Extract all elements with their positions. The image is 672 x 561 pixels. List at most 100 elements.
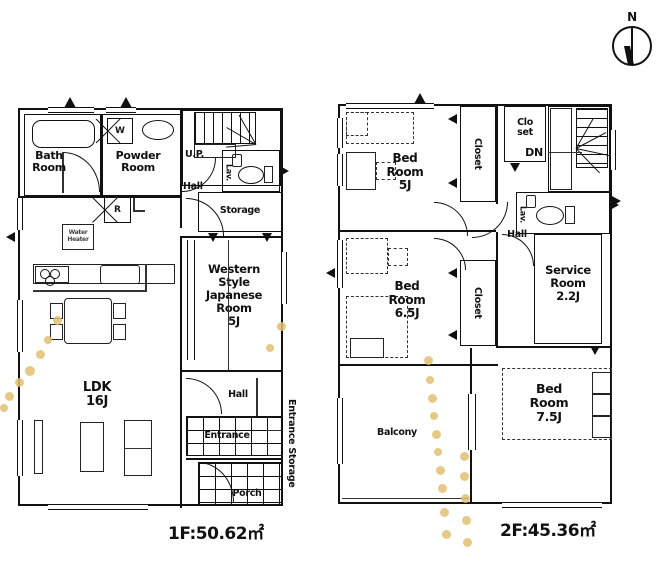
watermark-dot [266, 344, 274, 352]
entrance-storage-leader [266, 430, 282, 431]
watermark-dot [434, 448, 442, 456]
lavatory-enclosure-1f [222, 150, 280, 192]
water-heater-label: Water Heater [67, 229, 89, 243]
watermark-dot [460, 472, 469, 481]
dn-leader [548, 152, 582, 154]
floor2-area-label: 2F:45.36㎡ [500, 521, 596, 541]
watermark-dot [15, 378, 24, 387]
service-room-label: Service Room 2.2J [545, 263, 591, 303]
compass-rose: N [605, 11, 657, 82]
entrance-storage-label: Entrance Storage [286, 398, 297, 488]
bedroom-5j-chair [376, 162, 396, 180]
burner-2-icon [50, 269, 60, 279]
balcony-floor-edge [342, 498, 468, 500]
coffee-table [80, 422, 104, 472]
watermark-dot [0, 404, 8, 412]
ldk-label: LDK 16J [82, 380, 112, 409]
bedroom-5j-label: Bed Room 5J [386, 151, 424, 192]
porch-wall-top [186, 458, 282, 460]
watermark-dot [424, 356, 433, 365]
watermark-dot [462, 516, 471, 525]
stair-enclosure-2f [548, 106, 610, 192]
bedroom-65j-bed [346, 238, 388, 274]
entrance-tile-floor [186, 416, 282, 456]
vanity-sink [142, 120, 174, 140]
floor2-wall-v-mid [496, 104, 499, 204]
watermark-dot [440, 508, 449, 517]
window-2f-left-b [337, 154, 343, 186]
bedroom-65j-label: Bed Room 6.5J [388, 279, 426, 320]
watermark-dot [442, 530, 451, 539]
refrigerator-label: R [113, 204, 122, 215]
opening-arrow-2f-top [414, 93, 426, 104]
window-2f-top-a [346, 103, 434, 109]
opening-arrow-2f-right [612, 196, 621, 206]
hall-label-2f: Hall [507, 229, 527, 240]
lav-tank-2f [526, 195, 536, 208]
lavatory-label-2f: Lav. [518, 205, 528, 223]
watermark-dot [5, 392, 14, 401]
watermark-dot [438, 484, 447, 493]
closet-lower-label: Closet [472, 287, 483, 319]
toilet-cistern-1f [264, 166, 273, 183]
lav-window-arrow-1f [280, 166, 289, 176]
stairs-up-label: U.P. [185, 149, 204, 160]
powder-room-label: Powder Room [115, 149, 161, 174]
compass-needle [631, 27, 633, 65]
lavatory-enclosure-2f [516, 192, 610, 234]
dining-chair-4 [113, 324, 126, 340]
dining-chair-2 [50, 324, 63, 340]
balcony-label: Balcony [377, 427, 417, 438]
wsjr-tatami-divider [228, 240, 229, 370]
dining-chair-3 [113, 303, 126, 319]
window-1f-left-a [17, 198, 23, 230]
bedroom-75j-label: Bed Room 7.5J [529, 381, 569, 424]
balcony-rail-left [337, 398, 343, 464]
watermark-dot [25, 366, 35, 376]
watermark-dot [430, 412, 438, 420]
burner-3-icon [45, 276, 55, 286]
floor2-wall-h-upper [340, 230, 496, 233]
lavatory-label-1f: Lav. [224, 163, 234, 181]
watermark-dot [428, 394, 437, 403]
opening-arrow-1f-top-b [120, 97, 132, 108]
refrigerator-niche-wall-2 [133, 210, 145, 212]
refrigerator-icon: R [104, 196, 131, 223]
service-room-arrow [590, 346, 600, 355]
watermark-dot [44, 336, 52, 344]
watermark-dot [461, 494, 470, 503]
opening-arrow-1f-top-a [64, 97, 76, 108]
closet-lower-enclosure [460, 260, 496, 346]
hall-label-1f: Hall [183, 181, 203, 192]
floor2-exterior-wall [338, 104, 612, 504]
entrance-hall-step-edge [256, 378, 258, 416]
bedroom-5j-nightstand [346, 112, 368, 136]
closet-small-label: Clo set [517, 117, 533, 138]
closet-small-arrow [510, 163, 520, 172]
window-2f-left-c [337, 240, 343, 288]
watermark-dot [436, 466, 445, 475]
watermark-dot [426, 376, 434, 384]
tv-stand [34, 420, 43, 474]
bedroom-65j-desk [350, 338, 384, 358]
bath-room-door-leaf [62, 152, 64, 193]
stair-enclosure-1f [182, 110, 281, 186]
kitchen-island-edge [145, 264, 147, 292]
stair-landing-1f [194, 144, 236, 158]
opening-arrow-2f-left [326, 268, 335, 278]
closet-lower-arrow-b [448, 330, 457, 340]
closet-lower-arrow-a [448, 268, 457, 278]
toilet-bowl-1f [238, 166, 264, 184]
closet-upper-enclosure [460, 106, 496, 202]
wsjr-wall-bottom [182, 370, 282, 373]
floor1-wall-h-wetzone-bottom [20, 196, 182, 199]
window-2f-left-a [337, 118, 343, 148]
closet-upper-label: Closet [472, 138, 483, 170]
refrigerator-niche-wall [133, 196, 135, 212]
balcony-sliding-door [468, 394, 476, 450]
bedroom-5j-desk [346, 152, 376, 190]
bath-room-label: Bath Room [32, 149, 66, 174]
window-2f-bottom-a [502, 502, 602, 508]
window-1f-left-c [17, 420, 23, 476]
bedroom-75j-wardrobe-c [592, 416, 612, 438]
